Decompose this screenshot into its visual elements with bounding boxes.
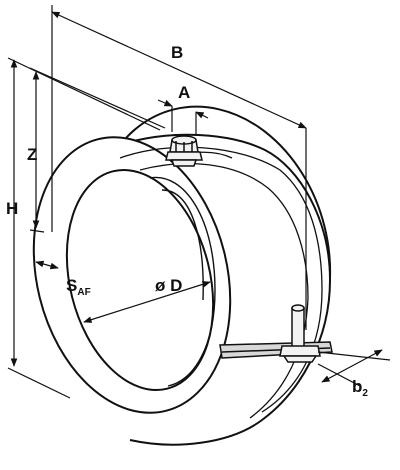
label-b2-main: b bbox=[352, 377, 362, 396]
dim-b-line bbox=[51, 11, 307, 129]
clamp-inner-back bbox=[149, 176, 216, 387]
dim-a-right bbox=[195, 111, 209, 119]
dim-a-left bbox=[157, 99, 173, 107]
label-s-sub: AF bbox=[77, 287, 90, 298]
dim-saf-line bbox=[35, 260, 59, 270]
label-b2: b2 bbox=[352, 377, 368, 399]
clamp-body bbox=[32, 105, 332, 446]
label-h: H bbox=[6, 199, 18, 218]
label-s: SAF bbox=[66, 276, 91, 298]
label-d: ø D bbox=[155, 276, 182, 295]
side-bolt bbox=[279, 304, 321, 363]
label-b: B bbox=[171, 43, 183, 62]
top-hex-nut bbox=[165, 135, 203, 167]
label-z: Z bbox=[27, 145, 37, 164]
clamp-front-inner bbox=[65, 169, 215, 391]
dim-b2-line bbox=[321, 349, 383, 383]
label-b2-sub: 2 bbox=[362, 388, 368, 399]
label-s-main: S bbox=[66, 276, 77, 295]
label-a: A bbox=[178, 83, 190, 102]
dim-d-line bbox=[83, 281, 211, 323]
dimension-lines bbox=[7, 5, 391, 399]
